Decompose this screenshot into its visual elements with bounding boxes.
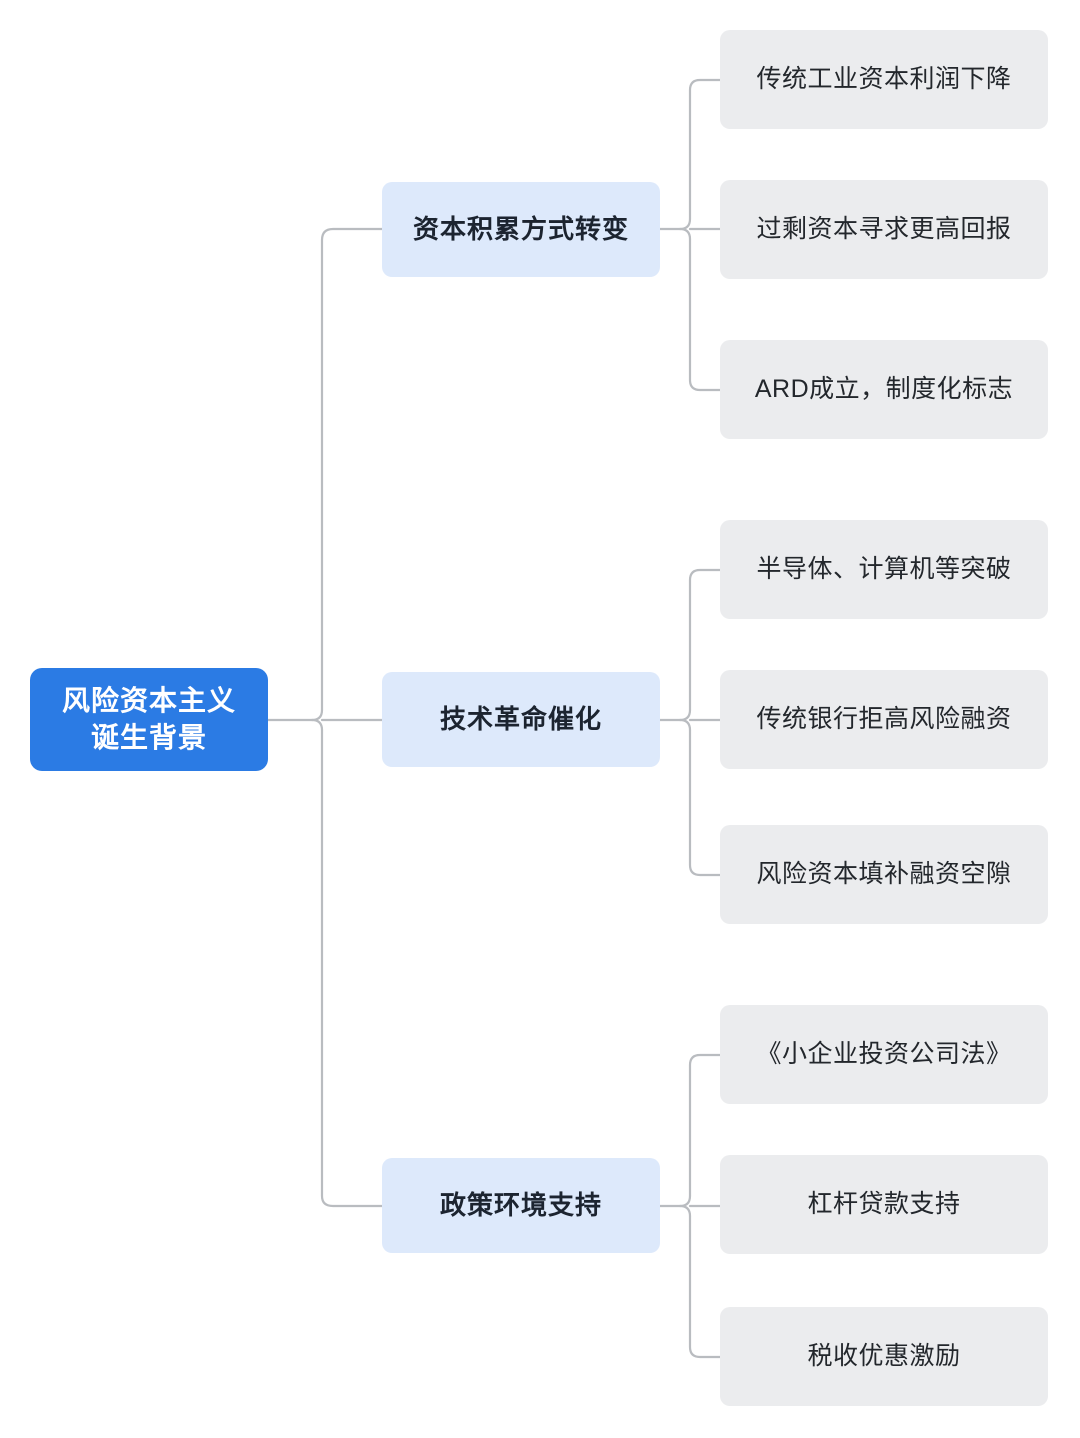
branch-node-3[interactable]: 政策环境支持 bbox=[382, 1158, 660, 1253]
root-node[interactable]: 风险资本主义 诞生背景 bbox=[30, 668, 268, 771]
leaf-node-3-3[interactable]: 税收优惠激励 bbox=[720, 1307, 1048, 1406]
leaf-node-2-1[interactable]: 半导体、计算机等突破 bbox=[720, 520, 1048, 619]
leaf-node-3-2[interactable]: 杠杆贷款支持 bbox=[720, 1155, 1048, 1254]
connector-branch-1-corner-up bbox=[678, 217, 692, 231]
connector-root-corner-down bbox=[310, 718, 324, 732]
connector-branch-3-corner-up bbox=[678, 1194, 692, 1208]
connector-branch-3-leaf-3 bbox=[688, 1214, 722, 1359]
connector-root-to-branch-1 bbox=[320, 227, 384, 712]
leaf-node-1-1[interactable]: 传统工业资本利润下降 bbox=[720, 30, 1048, 129]
leaf-node-1-3[interactable]: ARD成立，制度化标志 bbox=[720, 340, 1048, 439]
connector-root-corner-up bbox=[310, 708, 324, 722]
connector-branch-1-corner-down bbox=[678, 227, 692, 241]
connector-root-to-branch-3 bbox=[320, 728, 384, 1208]
leaf-node-2-3[interactable]: 风险资本填补融资空隙 bbox=[720, 825, 1048, 924]
leaf-node-3-1[interactable]: 《小企业投资公司法》 bbox=[720, 1005, 1048, 1104]
connector-branch-2-corner-up bbox=[678, 708, 692, 722]
connector-branch-3-leaf-1 bbox=[688, 1053, 722, 1198]
connector-branch-1-leaf-3 bbox=[688, 237, 722, 392]
branch-node-2[interactable]: 技术革命催化 bbox=[382, 672, 660, 767]
connector-branch-2-leaf-3 bbox=[688, 728, 722, 877]
leaf-node-1-2[interactable]: 过剩资本寻求更高回报 bbox=[720, 180, 1048, 279]
connector-branch-3-corner-down bbox=[678, 1204, 692, 1218]
leaf-node-2-2[interactable]: 传统银行拒高风险融资 bbox=[720, 670, 1048, 769]
branch-node-1[interactable]: 资本积累方式转变 bbox=[382, 182, 660, 277]
connector-branch-2-corner-down bbox=[678, 718, 692, 732]
connector-branch-1-leaf-1 bbox=[688, 78, 722, 221]
connector-branch-2-leaf-1 bbox=[688, 568, 722, 712]
